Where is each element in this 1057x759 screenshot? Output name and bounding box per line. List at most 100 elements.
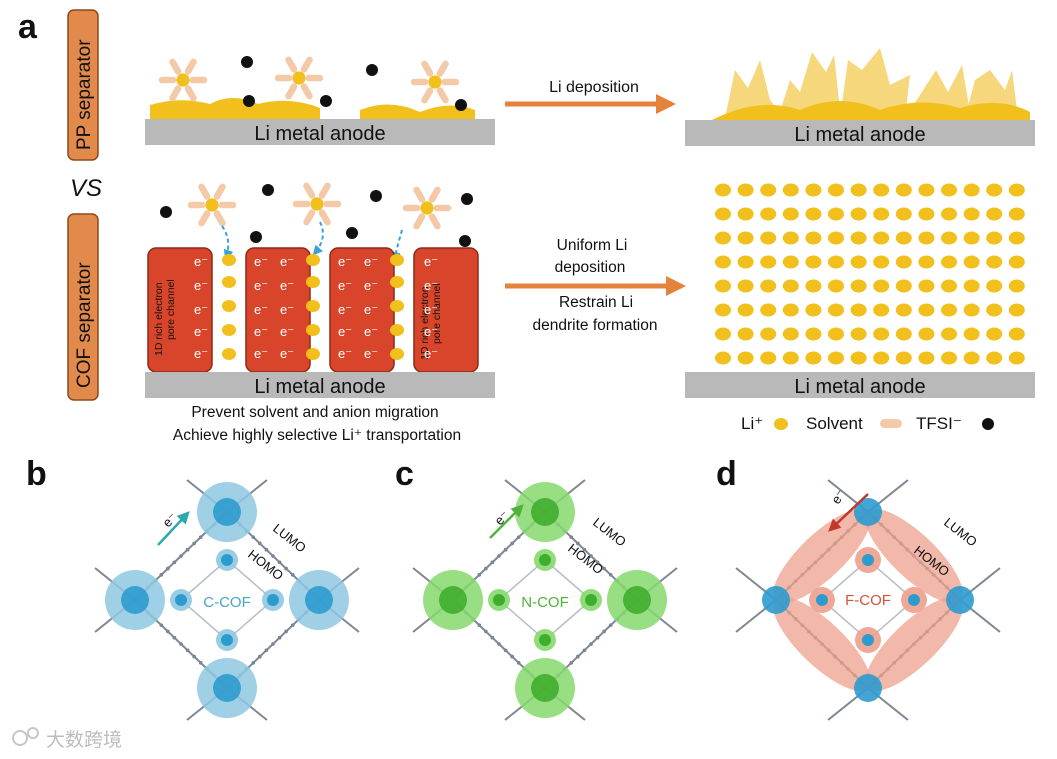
electron-channel: e⁻e⁻e⁻e⁻e⁻e⁻e⁻e⁻e⁻e⁻	[329, 247, 395, 373]
pp-anode: Li metal anode	[145, 98, 495, 145]
li-ion	[782, 231, 799, 245]
orbital-lobe	[773, 596, 871, 692]
inner-orbital	[908, 594, 920, 606]
inner-orbital	[493, 594, 505, 606]
channel-label-line1: 1D rich electron	[419, 286, 431, 360]
uniform-li-deposit	[715, 183, 1025, 365]
li-ion	[918, 183, 935, 197]
li-ion	[850, 183, 867, 197]
li-ion	[941, 327, 957, 341]
legend-solvent-label: Solvent	[806, 414, 863, 433]
li-ion	[390, 348, 404, 360]
electron-symbol: e⁻	[254, 302, 268, 317]
panel-label-c: c	[395, 455, 414, 493]
c-cof-electron: e⁻	[160, 510, 181, 531]
inner-orbital	[816, 594, 828, 606]
li-ion	[805, 351, 822, 365]
dendrite-anode-label: Li metal anode	[794, 124, 925, 146]
electron-symbol: e⁻	[338, 346, 352, 361]
li-ion	[918, 255, 935, 269]
arrow-text-4: dendrite formation	[533, 317, 658, 334]
panel-label-d: d	[716, 455, 737, 493]
electron-symbol: e⁻	[424, 278, 438, 293]
li-ion	[1008, 279, 1025, 293]
electron-symbol: e⁻	[364, 302, 378, 317]
orbital-node	[439, 586, 467, 614]
li-ion	[715, 327, 731, 341]
cof-anode: Li metal anode	[145, 372, 495, 398]
solvent-molecule	[402, 186, 452, 230]
inner-orbital	[221, 634, 233, 646]
f-cof-label: F-COF	[845, 592, 891, 609]
li-ion	[895, 279, 912, 293]
li-ion	[760, 279, 777, 293]
li-ion	[760, 207, 777, 221]
li-ion	[306, 348, 320, 360]
electron-symbol: e⁻	[364, 324, 378, 339]
li-ion	[715, 183, 731, 197]
li-ion	[390, 324, 404, 336]
inner-orbital	[267, 594, 279, 606]
c-cof-structure	[94, 479, 360, 721]
li-ion	[805, 207, 822, 221]
li-ion	[895, 207, 912, 221]
li-ion	[1008, 183, 1025, 197]
li-ion	[737, 255, 754, 269]
li-ion	[941, 303, 957, 317]
li-ion	[873, 231, 890, 245]
legend-li-label: Li⁺	[741, 414, 763, 433]
li-ion	[873, 207, 890, 221]
li-ion	[390, 254, 404, 266]
li-ion	[873, 255, 890, 269]
li-ion	[390, 276, 404, 288]
li-ion	[805, 231, 822, 245]
panel-label-b: b	[26, 455, 47, 493]
electron-symbol: e⁻	[194, 346, 208, 361]
li-ion	[306, 276, 320, 288]
note-line2: Achieve highly selective Li⁺ transportat…	[173, 427, 461, 444]
li-ion	[1008, 255, 1025, 269]
electron-symbol: e⁻	[280, 278, 294, 293]
li-deposition-arrow: Li deposition	[505, 79, 676, 114]
li-ion	[963, 231, 980, 245]
orbital-node	[623, 586, 651, 614]
li-ion	[895, 303, 912, 317]
uniform-anode-label: Li metal anode	[794, 376, 925, 398]
li-ion	[715, 255, 731, 269]
li-ion	[895, 327, 912, 341]
li-ion	[895, 351, 912, 365]
orbital-node	[762, 586, 790, 614]
electron-arrow	[489, 504, 524, 539]
li-ion	[828, 351, 844, 365]
li-ion	[895, 231, 912, 245]
li-ion	[782, 279, 799, 293]
li-ions-in-pores	[222, 254, 404, 360]
solvent-molecule	[410, 60, 460, 104]
f-cof-lumo: LUMO	[941, 515, 980, 550]
n-cof-structure	[412, 479, 678, 721]
n-cof-homo: HOMO	[565, 541, 606, 578]
electron-symbol: e⁻	[364, 254, 378, 269]
electron-symbol: e⁻	[194, 278, 208, 293]
arrow-text-3: Restrain Li	[559, 294, 633, 311]
li-ion	[782, 207, 799, 221]
li-ion	[963, 207, 980, 221]
li-ion	[850, 207, 867, 221]
li-ion	[918, 207, 935, 221]
arrow-text-2: deposition	[555, 259, 626, 276]
electron-symbol: e⁻	[364, 278, 378, 293]
orbital-lobe	[865, 508, 963, 604]
legend-tfsi-swatch	[982, 418, 994, 430]
n-cof-label: N-COF	[521, 594, 569, 611]
li-ion	[873, 303, 890, 317]
li-ion	[1008, 231, 1025, 245]
li-ion	[828, 327, 844, 341]
pp-separator-label: PP separator	[74, 39, 95, 150]
li-ion	[963, 183, 980, 197]
vs-label: VS	[70, 175, 102, 202]
li-ion	[805, 183, 822, 197]
inner-orbital	[221, 554, 233, 566]
li-ion	[873, 183, 890, 197]
solvent-molecule	[187, 183, 237, 227]
